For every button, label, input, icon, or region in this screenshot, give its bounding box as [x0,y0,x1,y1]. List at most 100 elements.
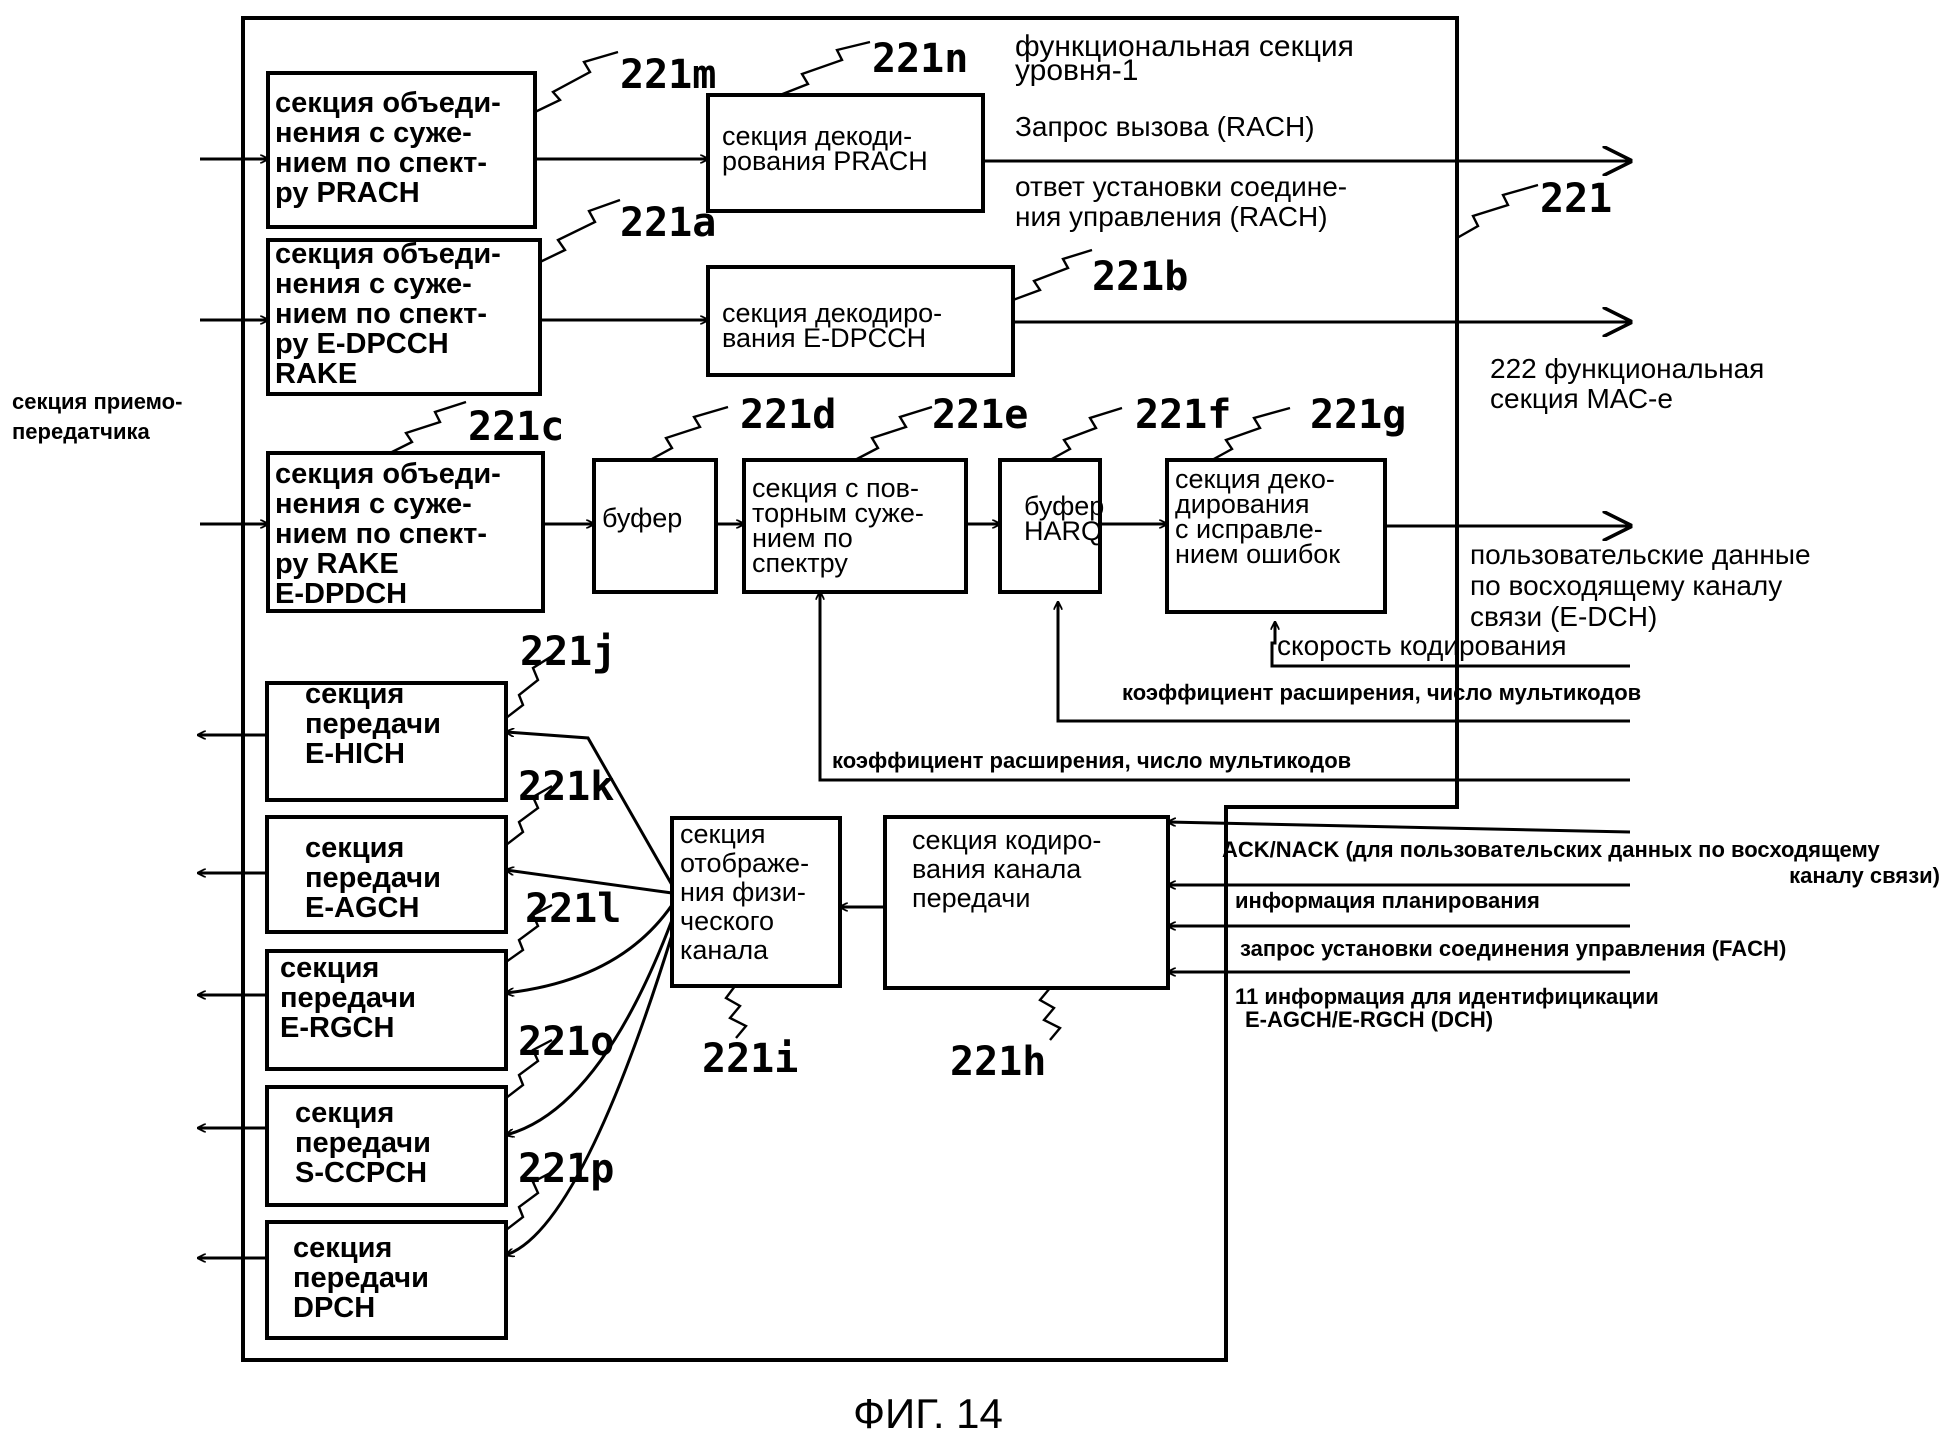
leader-221l [505,903,553,963]
ref-221k: 221k [518,764,614,810]
text-line: E-DPDCH [275,578,407,610]
text-line: секция [293,1232,392,1264]
text-line: секция [295,1097,394,1129]
text-line: ния физи- [680,877,806,907]
block-edpcch-despread: секция объеди-нения с суже-нием по спект… [266,238,542,396]
text-line: секция объеди- [275,87,501,119]
text-line: нения с суже- [275,268,472,300]
ref-221e: 221e [932,392,1028,438]
text-line: передатчика [12,419,150,444]
label-scheduling: информация планирования [1235,888,1540,913]
text-line: S-CCPCH [295,1157,427,1189]
text-line: нием по [752,523,853,553]
text-line: 222 функциональная [1490,353,1764,384]
text-line: ру E-DPCCH [275,328,449,360]
leader-221m [534,50,619,114]
leader-221i [724,985,748,1039]
leader-221g [1211,406,1291,462]
figure-caption: ФИГ. 14 [853,1390,1003,1432]
text-line: передачи [305,708,441,740]
ref-221i: 221i [702,1036,798,1082]
text-line: ческого [680,906,774,936]
label-transceiver: секция приемо-передатчика [12,389,182,444]
leader-221d [649,405,729,462]
text-line: по восходящему каналу [1470,570,1782,601]
ref-221g: 221g [1310,392,1406,438]
text-line: DPCH [293,1292,375,1324]
text-line: ру RAKE [275,548,399,580]
leader-221o [505,1038,553,1099]
text-line: нием по спект- [275,298,487,330]
ref-221o: 221o [518,1019,614,1065]
block-text: секция декодиро-вания E-DPCCH [722,298,942,353]
text-line: нения с суже- [275,117,472,149]
layer1-section-outline [241,16,1459,1362]
ref-221c: 221c [468,404,564,450]
text-line: нием ошибок [1175,539,1340,569]
leader-221j [505,654,553,719]
ref-221m: 221m [620,52,716,98]
text-line: канала [680,935,769,965]
ref-221l: 221l [525,886,621,932]
line-spread-factor-redespread [820,592,1630,782]
block-text: секция объеди-нения с суже-нием по спект… [275,458,501,610]
text-line: отображе- [680,848,809,878]
id-info-line-1: 11 информация для идентифицикации [1235,984,1659,1009]
block-prach-despread: секция объеди-нения с суже-нием по спект… [266,71,537,229]
label-spread-factor-2: коэффициент расширения, число мультикодо… [832,748,1351,773]
label-coding-rate: скорость кодирования [1277,630,1567,661]
ack-nack-line-2: каналу связи) [1789,863,1940,888]
leader-221h [1038,987,1062,1041]
text-line: передачи [295,1127,431,1159]
text-line: секция деко- [1175,464,1335,494]
leader-221k [505,784,553,846]
text-line: дирования [1175,489,1310,519]
ref-221p: 221p [518,1146,614,1192]
ref-221n: 221n [872,36,968,82]
leader-221b [1012,248,1093,302]
ref-221f: 221f [1135,392,1231,438]
text-line: вания E-DPCCH [722,323,926,353]
text-line: секция [305,832,404,864]
text-line: секция [305,678,404,710]
text-line: секция декоди- [722,121,912,151]
text-line: уровня-1 [1015,54,1138,87]
id-info-line-2: E-AGCH/E-RGCH (DCH) [1245,1007,1493,1032]
text-line: секция [280,952,379,984]
text-line: вания канала [912,854,1082,884]
text-line: секция [680,819,766,849]
block-text: секция объеди-нения с суже-нием по спект… [275,238,501,390]
arrow-mapping-to-sccpch [506,919,674,1135]
label-ack-nack: ACK/NACK (для пользовательских данных по… [1222,837,1940,888]
arrow-mapping-to-ergch [506,904,674,993]
text-line: торным суже- [752,498,924,528]
text-line: пользовательские данные [1470,539,1811,570]
label-spread-factor-1: коэффициент расширения, число мультикодо… [1122,680,1641,705]
text-line: E-HICH [305,738,405,770]
text-line: нием по спект- [275,518,487,550]
ref-221d: 221d [740,392,836,438]
leader-221n [779,40,871,97]
arrow-mapping-to-ehich [506,732,674,886]
text-line: нения с суже- [275,488,472,520]
text-line: буфер [602,503,682,533]
line-spread-factor-harq [1058,602,1630,723]
text-line: передачи [293,1262,429,1294]
text-line: секция объеди- [275,238,501,270]
label-control-response: ответ установки соедине-ния управления (… [1015,171,1347,232]
block-text: секция декоди-рования PRACH [722,121,928,176]
